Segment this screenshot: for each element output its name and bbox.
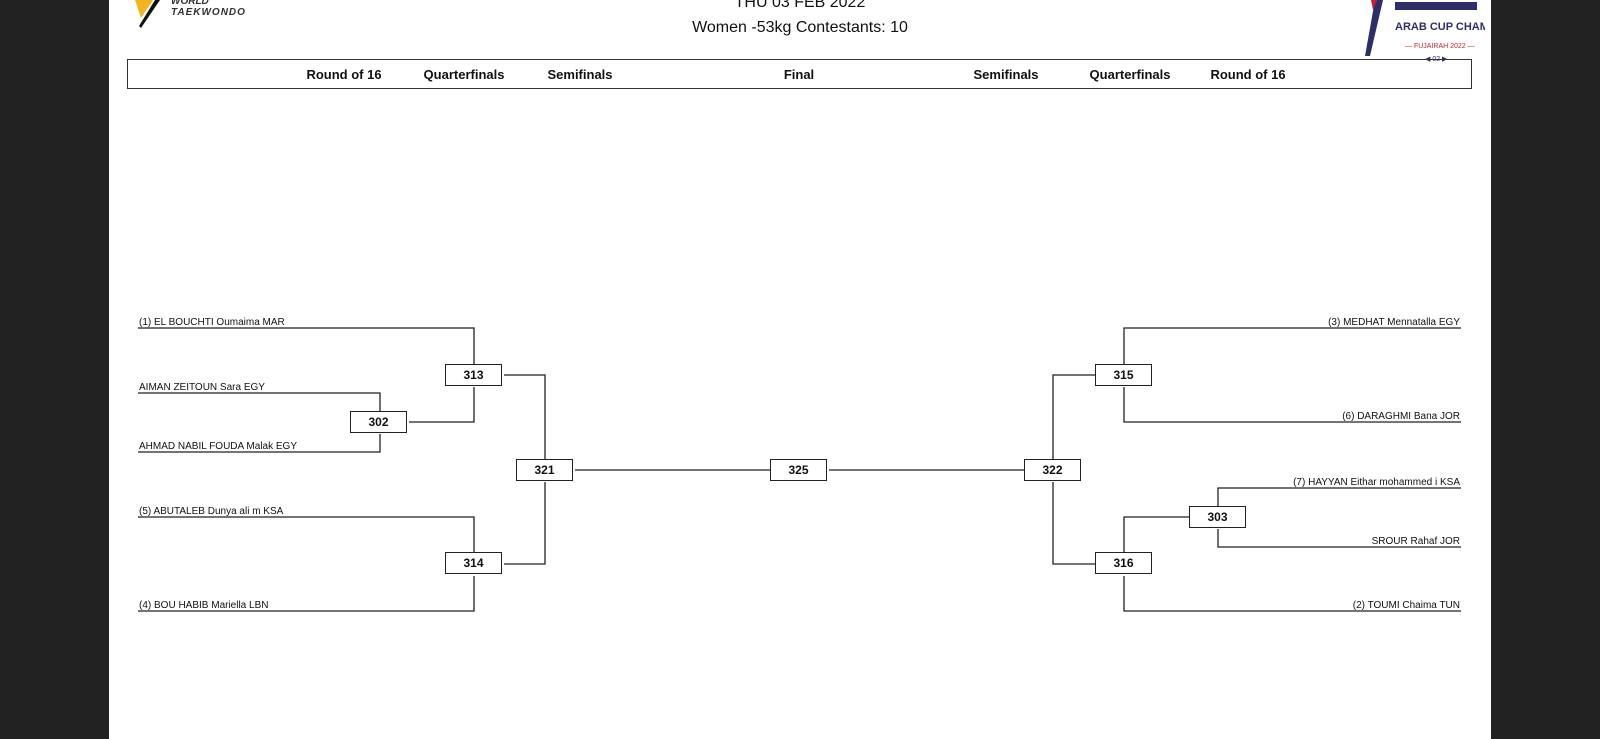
player-name: (4) BOU HABIB Mariella LBN: [139, 600, 269, 611]
match-box-303[interactable]: 303: [1189, 506, 1246, 528]
round-label: Round of 16: [1210, 67, 1286, 82]
match-box-302[interactable]: 302: [350, 411, 407, 433]
rounds-header: [127, 59, 1472, 89]
player-name: AIMAN ZEITOUN Sara EGY: [139, 382, 265, 393]
player-name: SROUR Rahaf JOR: [1371, 536, 1460, 547]
player-name: (5) ABUTALEB Dunya ali m KSA: [139, 506, 284, 517]
svg-text:— FUJAIRAH 2022 —: — FUJAIRAH 2022 —: [1405, 43, 1475, 50]
player-name: (3) MEDHAT Mennatalla EGY: [1328, 317, 1460, 328]
player-name: (1) EL BOUCHTI Oumaima MAR: [139, 317, 285, 328]
match-box-314[interactable]: 314: [445, 552, 502, 574]
round-label: Final: [783, 67, 815, 82]
player-name: (2) TOUMI Chaima TUN: [1352, 600, 1460, 611]
match-box-322[interactable]: 322: [1024, 459, 1081, 481]
round-label: Semifinals: [547, 67, 613, 82]
player-name: (7) HAYYAN Eithar mohammed i KSA: [1293, 477, 1460, 488]
event-subtitle: Women -53kg Contestants: 10: [692, 19, 908, 36]
match-box-321[interactable]: 321: [516, 459, 573, 481]
event-date: THU 03 FEB 2022: [734, 0, 866, 11]
round-label: Quarterfinals: [1089, 67, 1171, 82]
svg-text:WORLD: WORLD: [171, 0, 209, 7]
player-name: AHMAD NABIL FOUDA Malak EGY: [139, 441, 297, 452]
match-box-315[interactable]: 315: [1095, 364, 1152, 386]
round-label: Round of 16: [306, 67, 382, 82]
svg-text:TAEKWONDO: TAEKWONDO: [171, 7, 246, 18]
round-label: Semifinals: [973, 67, 1039, 82]
match-box-325[interactable]: 325: [770, 459, 827, 481]
world-taekwondo-logo: WORLD TAEKWONDO: [133, 0, 263, 37]
bracket-page: [109, 0, 1491, 739]
round-label: Quarterfinals: [423, 67, 505, 82]
match-box-313[interactable]: 313: [445, 364, 502, 386]
player-name: (6) DARAGHMI Bana JOR: [1342, 411, 1460, 422]
match-box-316[interactable]: 316: [1095, 552, 1152, 574]
